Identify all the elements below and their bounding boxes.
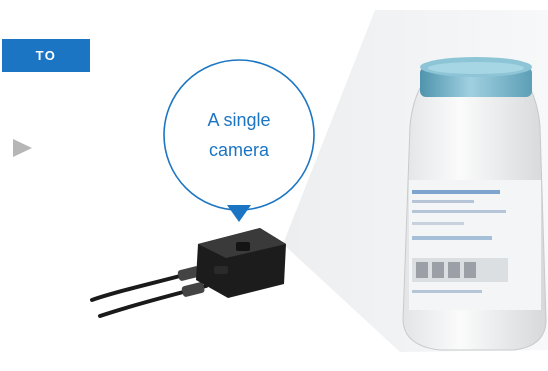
bubble-text-line1: A single: [207, 110, 271, 130]
speech-bubble-shape: [163, 59, 315, 222]
bubble-text-line2: camera: [208, 140, 270, 160]
bottle-image: [402, 57, 547, 351]
camera-body: [196, 228, 286, 298]
to-badge: TO: [2, 39, 90, 72]
play-arrow-icon[interactable]: [13, 139, 32, 157]
to-badge-label: TO: [35, 48, 57, 63]
camera-cables: [90, 266, 208, 318]
speech-bubble: A single camera: [164, 60, 314, 210]
